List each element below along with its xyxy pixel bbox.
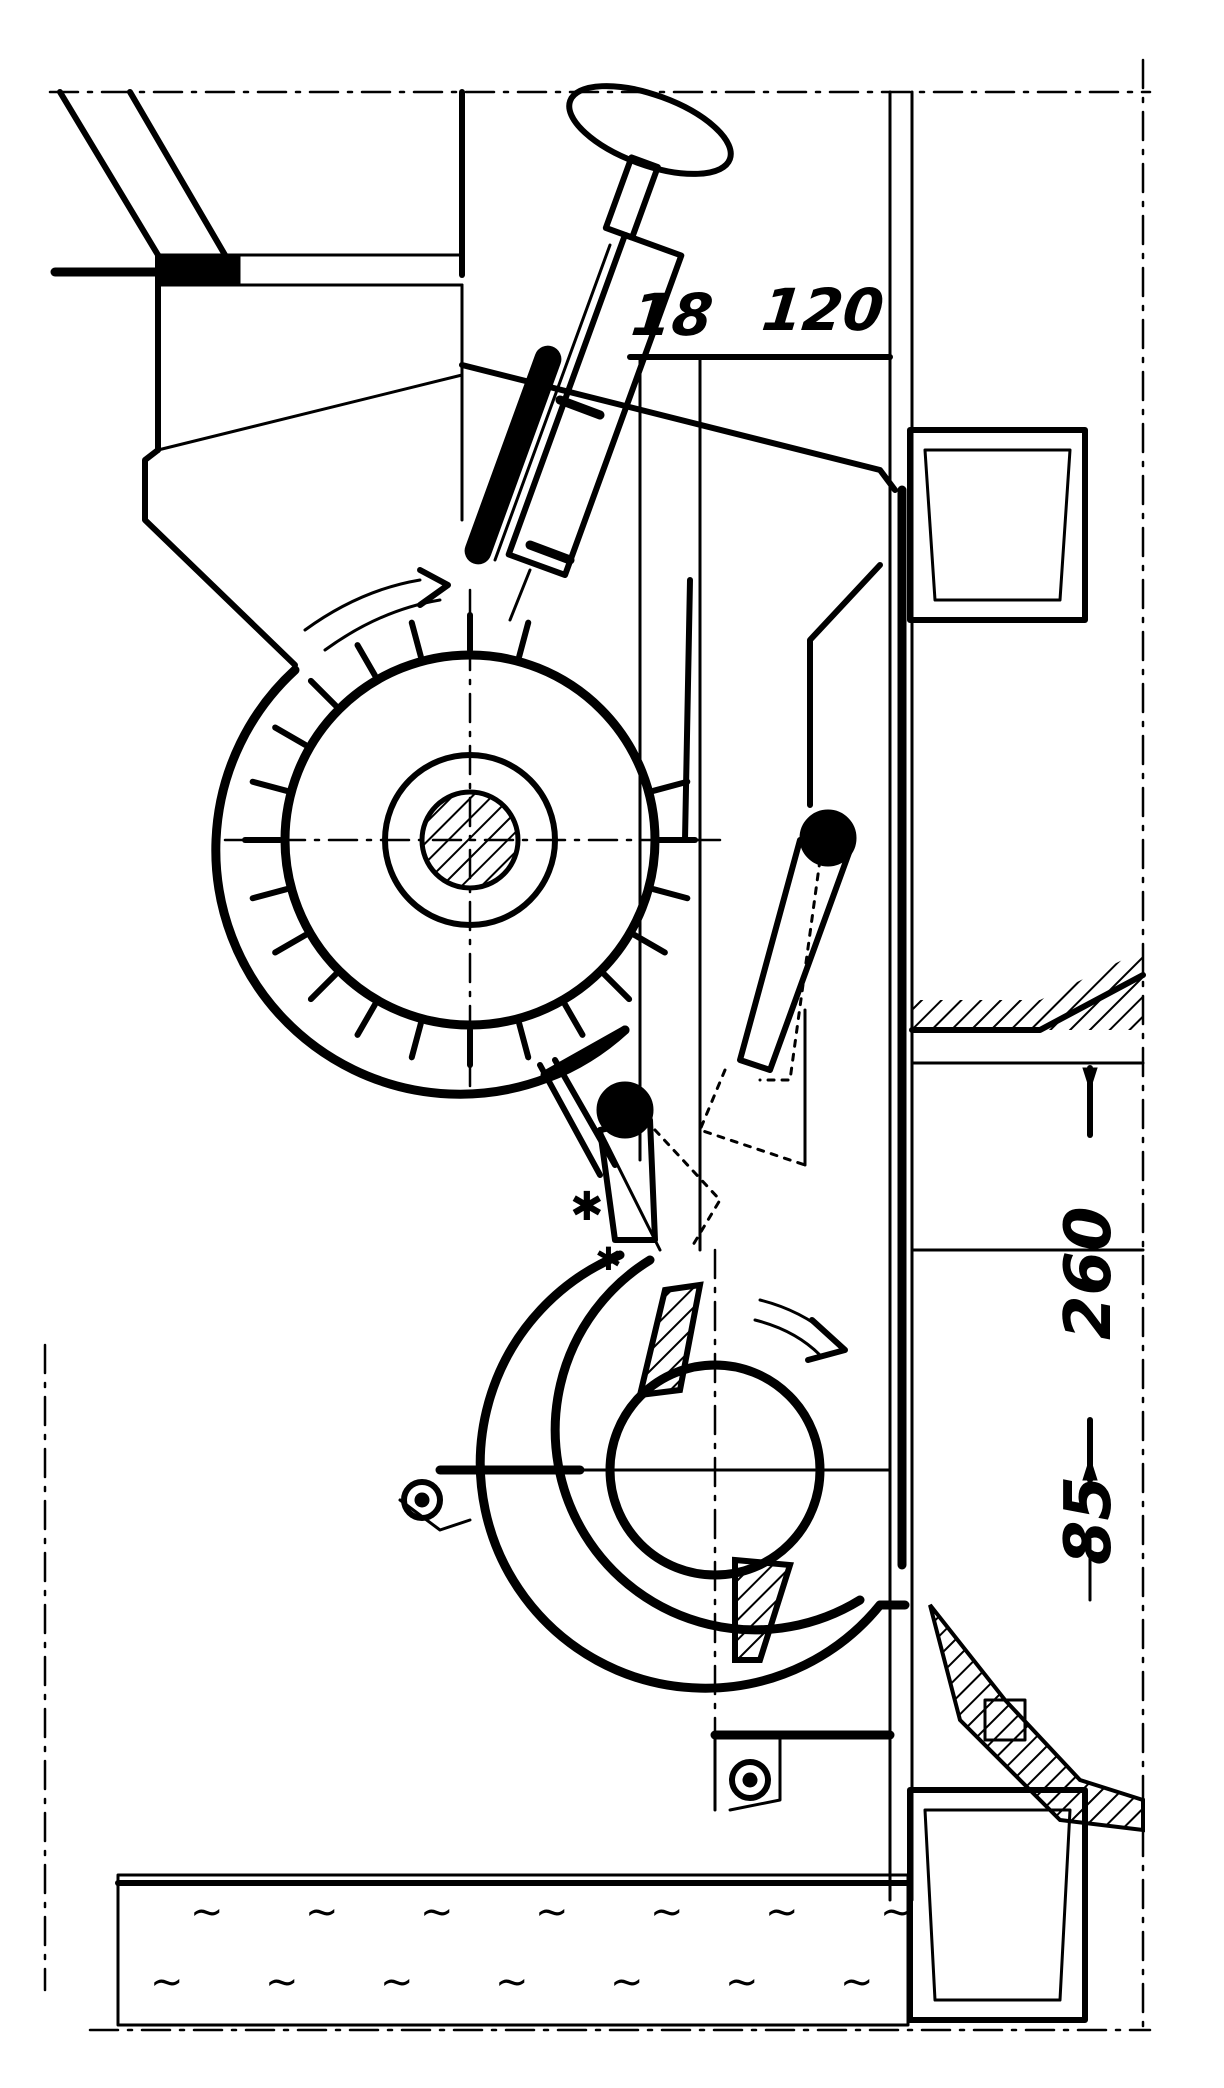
feed-hopper <box>50 89 465 522</box>
ground-profile-upper <box>909 950 1146 1033</box>
support-block-lower <box>907 1787 1088 2023</box>
dimension-18: 18 <box>628 281 716 349</box>
dimension-85: 85 <box>1052 1476 1126 1565</box>
dimension-120: 120 <box>759 276 887 344</box>
rotor-blade <box>354 642 378 679</box>
water-wave: ~ <box>265 1959 299 2005</box>
water-wave: ~ <box>380 1959 414 2005</box>
rotor-blade <box>354 1001 378 1038</box>
rotor-blade <box>272 932 309 956</box>
upper-rotor <box>211 567 722 1178</box>
rotor-blade <box>272 724 309 748</box>
rotor-blade <box>562 1001 586 1038</box>
rotor-blade <box>650 778 691 794</box>
water-wave: ~ <box>650 1889 684 1935</box>
water-wave: ~ <box>190 1889 224 1935</box>
dimension-260: 260 <box>1052 1206 1126 1340</box>
rotor-blade <box>408 1020 424 1061</box>
rotor-blade <box>601 971 633 1003</box>
side-frame-plate <box>888 90 1145 1902</box>
water-wave: ~ <box>610 1959 644 2005</box>
rotor-blade <box>516 619 532 660</box>
rotor-blade <box>631 932 668 956</box>
water-wave: ~ <box>840 1959 874 2005</box>
rotor-blade <box>249 886 290 902</box>
water-pit: ~~~~~~~~~~~~~~ <box>115 1873 914 2027</box>
frame-border <box>43 58 1152 2032</box>
support-block-upper <box>907 427 1088 623</box>
water-wave: ~ <box>420 1889 454 1935</box>
swing-hammer-middle: ✱ ✱ <box>570 1081 722 1278</box>
lower-rotor <box>398 1248 910 1812</box>
dimension-labels: 18 120 260 85 <box>628 276 1126 1565</box>
ground-profile-lower <box>928 1603 1145 1833</box>
dimension-lines <box>627 354 1098 1602</box>
rotor-blades <box>242 612 698 1068</box>
swing-hammer-upper <box>698 809 857 1167</box>
rotor-blade <box>249 778 290 794</box>
svg-text:✱: ✱ <box>570 1184 604 1230</box>
water-wave: ~ <box>495 1959 529 2005</box>
adjusting-spindle <box>464 83 734 622</box>
water-waves: ~~~~~~~~~~~~~~ <box>150 1889 914 2005</box>
rotor-blade <box>516 1020 532 1061</box>
water-wave: ~ <box>765 1889 799 1935</box>
rotor-blade <box>408 619 424 660</box>
rotor-blade <box>307 677 339 709</box>
rotor-blade <box>307 971 339 1003</box>
water-wave: ~ <box>150 1959 184 2005</box>
water-wave: ~ <box>535 1889 569 1935</box>
rotor-blade <box>650 886 691 902</box>
water-wave: ~ <box>305 1889 339 1935</box>
water-wave: ~ <box>725 1959 759 2005</box>
